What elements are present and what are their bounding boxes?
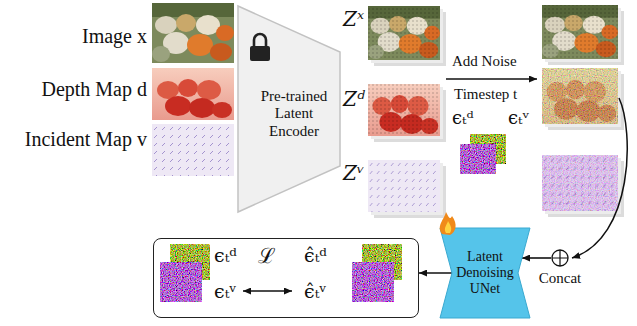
lock-shackle: [254, 34, 266, 46]
latent-images: [368, 6, 446, 218]
latent-label: Zᵈ: [343, 88, 365, 111]
encoder-label: Pre-trained Latent Encoder: [250, 88, 338, 140]
noise-symbol: ℒ: [258, 244, 276, 268]
noise-label: ϵₜᵛ: [508, 108, 529, 129]
loss-box: ϵₜᵈ ϵₜᵛ ℒϵ̂ₜᵈ ϵ̂ₜᵛ: [153, 238, 419, 318]
noise-label: ϵₜᵈ: [452, 108, 474, 129]
input-images: [152, 3, 234, 176]
input-label: Incident Map v: [25, 128, 147, 151]
input-label: Image x: [82, 25, 147, 48]
noise-step: [446, 79, 537, 174]
unet-shape: [440, 228, 530, 318]
latent-label: Zᵛ: [343, 162, 364, 185]
concat-circle: [552, 250, 568, 266]
loss-noise-images: [160, 244, 402, 302]
concat-node: Concat: [551, 249, 569, 267]
noise-symbol: ϵₜᵈ: [214, 245, 237, 267]
trainable-flame: [440, 212, 456, 235]
step-label: Add Noise: [452, 53, 517, 70]
latent-label: Zˣ: [343, 8, 364, 31]
circle-outline: [551, 249, 569, 267]
input-label: Depth Map d: [41, 78, 147, 101]
flow-arrow: [419, 272, 452, 274]
noisy-latents: [542, 5, 627, 258]
noise-symbol: ϵₜᵛ: [214, 281, 236, 303]
encoder-shape: [238, 6, 340, 212]
concat-label: Concat: [529, 270, 591, 287]
noise-symbol: ϵ̂ₜᵈ: [304, 245, 327, 267]
flow-arrow: [522, 257, 551, 259]
flame-core: [445, 221, 451, 233]
noise-symbol: ϵ̂ₜᵛ: [304, 281, 326, 303]
unet-block: Latent Denoising UNet: [440, 228, 530, 318]
concat-plus: [552, 250, 568, 266]
step-label: Timestep t: [454, 86, 517, 103]
lock-body: [250, 46, 270, 61]
unet-label: Latent Denoising UNet: [450, 249, 520, 297]
encoder-block: Pre-trained Latent Encoder: [238, 6, 340, 212]
